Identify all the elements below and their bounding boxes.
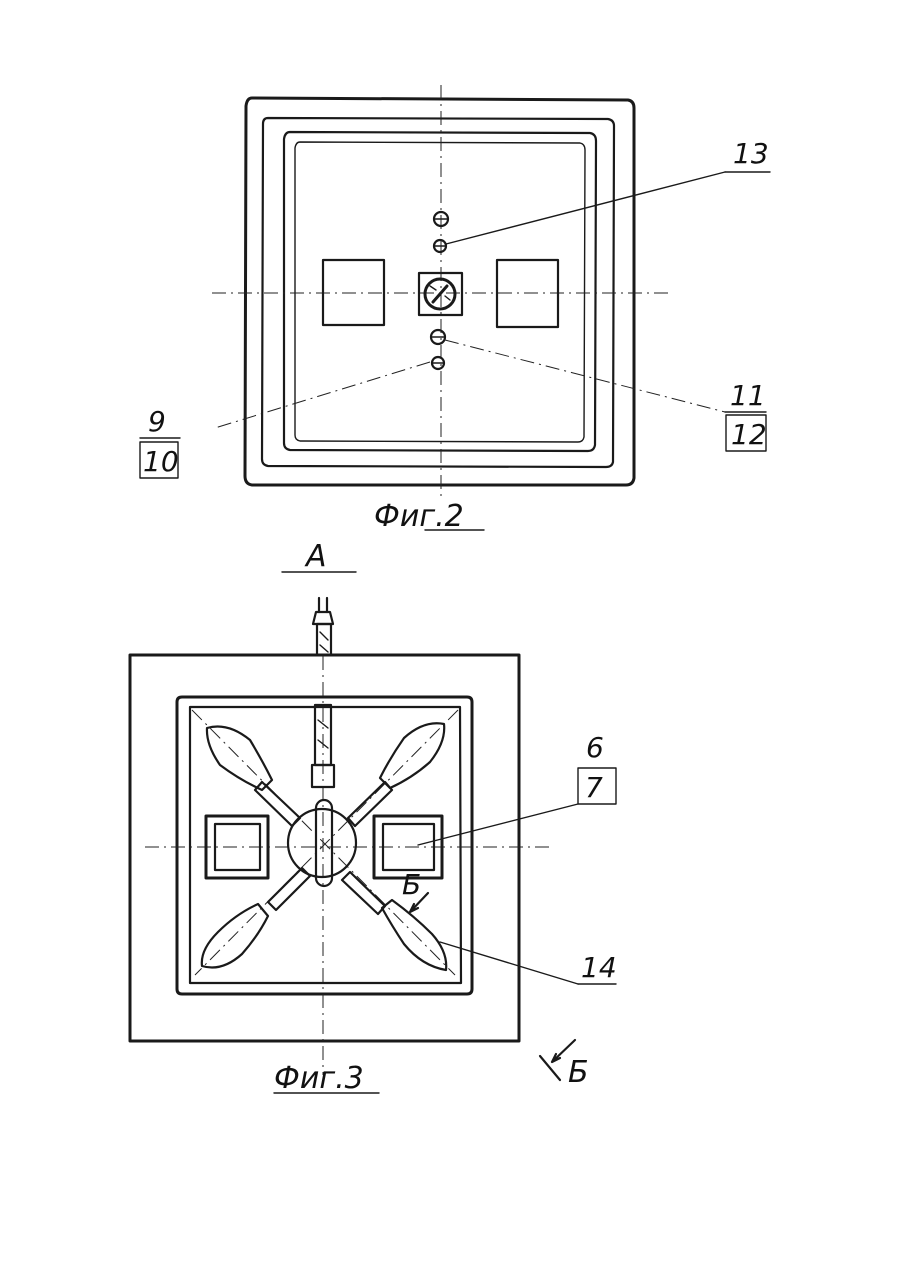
fig3-label-b-outer: Б	[568, 1055, 589, 1090]
fig3-power-cable	[317, 624, 331, 655]
fig2-label-13: 13	[733, 137, 769, 170]
fig2-outer-frame	[245, 98, 634, 485]
fig2-screw-top-2	[434, 240, 446, 252]
fig2-caption: Фиг.2	[374, 499, 464, 534]
fig3-label-b-inner: Б	[402, 868, 421, 901]
fig2-screw-bottom-2	[432, 357, 444, 369]
fig3-lamp-bottom-right	[342, 872, 446, 970]
fig2-leader-9	[215, 362, 430, 428]
fig3-caption: Фиг.3	[274, 1061, 364, 1096]
fig3-view-label-a: А	[304, 539, 327, 574]
fig2-label-10: 10	[143, 445, 179, 478]
fig2-screw-bottom-1	[431, 330, 445, 344]
fig2-label-9: 9	[148, 405, 166, 438]
fig2-label-11: 11	[730, 379, 766, 412]
fig3-diagonal-axis-2	[195, 710, 458, 975]
fig3-lamp-top-right	[348, 723, 444, 826]
fig3-label-14: 14	[581, 951, 617, 984]
fig3-inner-frame	[177, 697, 472, 994]
fig3-lamp-top-left	[207, 727, 300, 827]
fig3-label-7: 7	[585, 771, 603, 804]
fig2-inner-frame	[284, 132, 596, 451]
figure-2: 13 11 12 9 10 Фиг.2	[140, 85, 770, 534]
fig3-label-6: 6	[586, 731, 604, 764]
fig2-gauge-needle	[433, 286, 447, 302]
fig3-lamp-bottom-left	[202, 868, 310, 968]
fig2-label-12: 12	[731, 418, 767, 451]
fig3-power-plug	[313, 598, 333, 624]
figure-3: А	[130, 539, 617, 1096]
